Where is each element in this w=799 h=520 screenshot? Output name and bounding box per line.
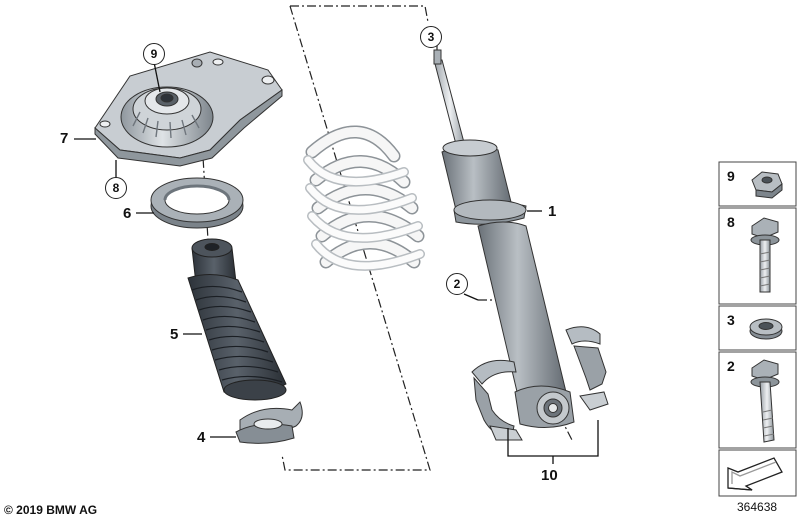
nut-9-icon (751, 171, 783, 199)
callout-3-circle: 3 (420, 26, 442, 48)
callout-8-circle: 8 (105, 177, 127, 199)
bolt-8-icon (750, 217, 780, 293)
side-panel (718, 161, 797, 497)
side-label-9: 9 (727, 168, 735, 184)
callout-1: 1 (548, 203, 557, 220)
top-mount (94, 51, 283, 167)
spring-seat-lower (235, 401, 303, 444)
side-label-3: 3 (727, 312, 735, 328)
support-ring (150, 177, 244, 229)
leader-lines (74, 61, 599, 464)
side-label-8: 8 (727, 214, 735, 230)
shock-absorber (433, 49, 575, 428)
washer-3-icon (749, 318, 783, 340)
direction-arrow-icon (727, 457, 783, 491)
callout-2-circle: 2 (446, 273, 468, 295)
callout-5: 5 (170, 326, 179, 343)
side-label-2: 2 (727, 358, 735, 374)
callout-9-circle: 9 (143, 43, 165, 65)
dust-boot (187, 238, 287, 401)
callout-7: 7 (60, 130, 69, 147)
bolt-2-icon (750, 359, 780, 443)
callout-4: 4 (197, 429, 206, 446)
copyright-text: © 2019 BMW AG (4, 503, 98, 517)
brackets (471, 326, 609, 441)
callout-6: 6 (123, 205, 132, 222)
coil-spring (303, 125, 425, 271)
diagram-number: 364638 (737, 500, 778, 514)
callout-10: 10 (541, 467, 558, 484)
